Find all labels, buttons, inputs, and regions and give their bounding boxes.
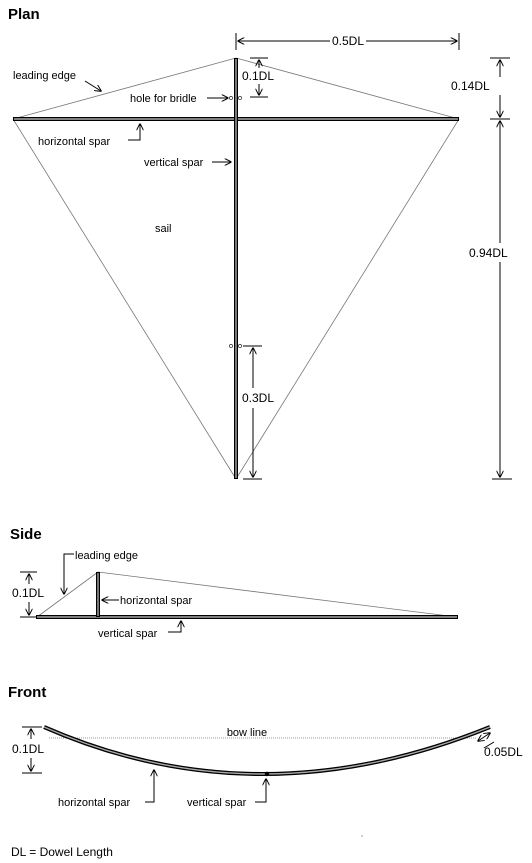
front-dim-height: 0.1DL <box>12 726 44 774</box>
plan-leading-edge-label: leading edge <box>13 70 76 82</box>
front-heading: Front <box>8 684 46 701</box>
front-horizontal-spar <box>43 725 491 776</box>
plan-sail-label: sail <box>155 223 172 235</box>
front-vertical-spar-label: vertical spar <box>187 797 247 809</box>
dim-top-label: 0.1DL <box>242 69 274 83</box>
stray-dot <box>361 835 363 837</box>
front-dim-height-label: 0.1DL <box>12 742 44 756</box>
plan-heading: Plan <box>8 6 40 23</box>
side-view: Side leading edge horizontal spar vertic… <box>10 526 458 640</box>
horizontal-spar-arrow-icon <box>128 124 140 141</box>
dim-total-height-label: 0.94DL <box>469 246 508 260</box>
plan-sail-outline <box>12 57 460 480</box>
dim-bottom: 0.3DL <box>242 345 274 480</box>
front-dim-tip: 0.05DL <box>478 733 523 759</box>
side-vertical-spar-arrow-icon <box>168 621 181 633</box>
side-dim-height-label: 0.1DL <box>12 586 44 600</box>
side-heading: Side <box>10 526 42 543</box>
side-dim-height: 0.1DL <box>12 571 44 618</box>
plan-vertical-spar-label: vertical spar <box>144 157 204 169</box>
front-view: Front bow line horizontal spar vertical … <box>8 684 523 809</box>
leading-edge-arrow-icon <box>84 80 101 91</box>
side-vertical-spar-label: vertical spar <box>98 628 158 640</box>
dim-half-width: 0.5DL <box>235 33 460 50</box>
dim-wing-height: 0.14DL <box>451 57 510 120</box>
dim-bottom-label: 0.3DL <box>242 391 274 405</box>
side-sail-outline <box>36 571 458 618</box>
side-leading-edge-label: leading edge <box>75 550 138 562</box>
front-vertical-spar-arrow-icon <box>255 779 266 803</box>
side-leading-edge-arrow-icon <box>64 553 74 594</box>
dowel-length-legend: DL = Dowel Length <box>11 845 113 859</box>
front-vertical-spar-dot <box>264 771 270 777</box>
bridle-hole-icon <box>229 96 242 348</box>
plan-view: Plan leading edge hole for bridle <box>8 6 512 480</box>
side-horizontal-spar-label: horizontal spar <box>120 595 192 607</box>
front-bow-line-label: bow line <box>227 727 267 739</box>
front-dim-tip-label: 0.05DL <box>484 745 523 759</box>
front-horizontal-spar-label: horizontal spar <box>58 797 130 809</box>
dim-half-width-label: 0.5DL <box>332 34 364 48</box>
plan-hole-for-bridle-label: hole for bridle <box>130 93 197 105</box>
plan-horizontal-spar-label: horizontal spar <box>38 136 110 148</box>
dim-wing-height-label: 0.14DL <box>451 79 490 93</box>
dim-top: 0.1DL <box>242 57 274 98</box>
front-horizontal-spar-arrow-icon <box>145 770 154 803</box>
dim-total-height: 0.94DL <box>469 121 512 480</box>
